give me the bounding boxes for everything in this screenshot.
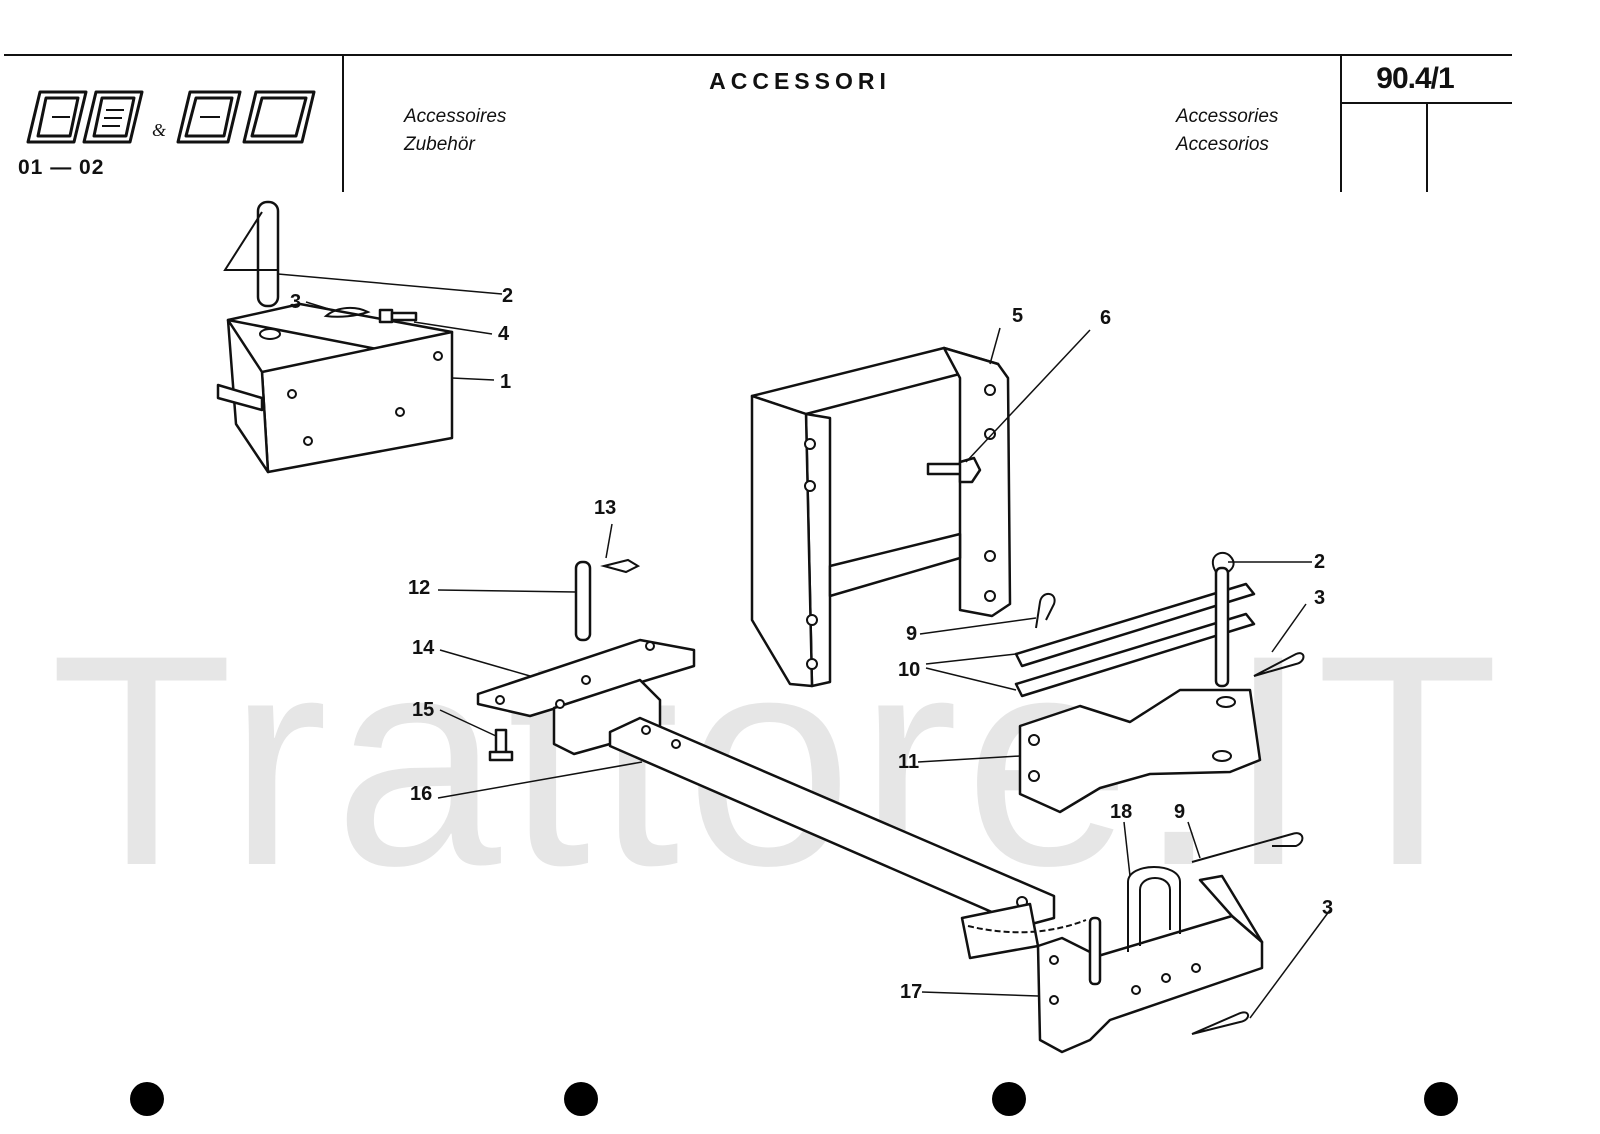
model-range: 01 — 02 (18, 156, 105, 179)
callout-6: 6 (1100, 307, 1111, 329)
callout-18: 18 (1110, 801, 1132, 823)
leader-lines (277, 273, 1331, 1019)
model-logo: & (26, 90, 316, 144)
callout-3-top: 3 (290, 291, 301, 313)
callout-3-right: 3 (1314, 587, 1325, 609)
part-hitch-pin-top (223, 200, 280, 308)
title-german: Zubehör (404, 134, 475, 155)
punch-hole-3 (992, 1082, 1026, 1116)
part-front-bracket (216, 302, 454, 474)
title-english: Accessories (1176, 106, 1279, 127)
callout-5: 5 (1012, 305, 1023, 327)
title-spanish: Accesorios (1176, 134, 1269, 155)
part-hitch-pin-right (1211, 551, 1235, 688)
part-bolt-top (378, 308, 418, 324)
callout-2-right: 2 (1314, 551, 1325, 573)
header-divider-right (1340, 56, 1342, 192)
callout-4: 4 (498, 323, 510, 345)
callout-13: 13 (594, 497, 616, 519)
part-frame-bolt (926, 456, 982, 484)
part-r-clip (1035, 593, 1056, 629)
part-linch-pin-bottom (1191, 1011, 1249, 1035)
callout-12: 12 (408, 577, 430, 599)
callout-9-right: 9 (906, 623, 917, 645)
callout-16: 16 (410, 783, 432, 805)
title-french: Accessoires (404, 106, 507, 127)
page-box-divider (1426, 103, 1428, 192)
punch-hole-2 (564, 1082, 598, 1116)
callout-2-top: 2 (502, 285, 513, 307)
part-drawbar-bolt (488, 728, 514, 762)
header-rule (4, 54, 1512, 56)
page-number: 90.4/1 (1376, 62, 1454, 95)
callout-9-bottom: 9 (1174, 801, 1185, 823)
callout-11: 11 (898, 751, 919, 773)
callout-17: 17 (900, 981, 922, 1003)
part-rods (1014, 582, 1256, 698)
page-number-rule (1342, 102, 1512, 104)
callout-10: 10 (898, 659, 920, 681)
punch-hole-4 (1424, 1082, 1458, 1116)
callout-1: 1 (500, 371, 511, 393)
part-linch-pin-right (1253, 652, 1305, 677)
part-linch-pin-top (323, 306, 371, 318)
punch-hole-1 (130, 1082, 164, 1116)
callout-15: 15 (412, 699, 434, 721)
part-r-clip-bottom (1191, 832, 1304, 863)
part-hitch-block (1018, 688, 1262, 814)
svg-text:&: & (152, 120, 166, 140)
part-drawbar (608, 716, 1056, 928)
header-divider-left (342, 56, 344, 192)
callout-14: 14 (412, 637, 435, 659)
part-pin-small (574, 558, 641, 642)
callout-3-bottom: 3 (1322, 897, 1333, 919)
page-title: ACCESSORI (709, 68, 891, 94)
part-u-pin (1127, 866, 1181, 952)
part-chain (967, 916, 1102, 986)
part-main-frame (750, 346, 1012, 688)
